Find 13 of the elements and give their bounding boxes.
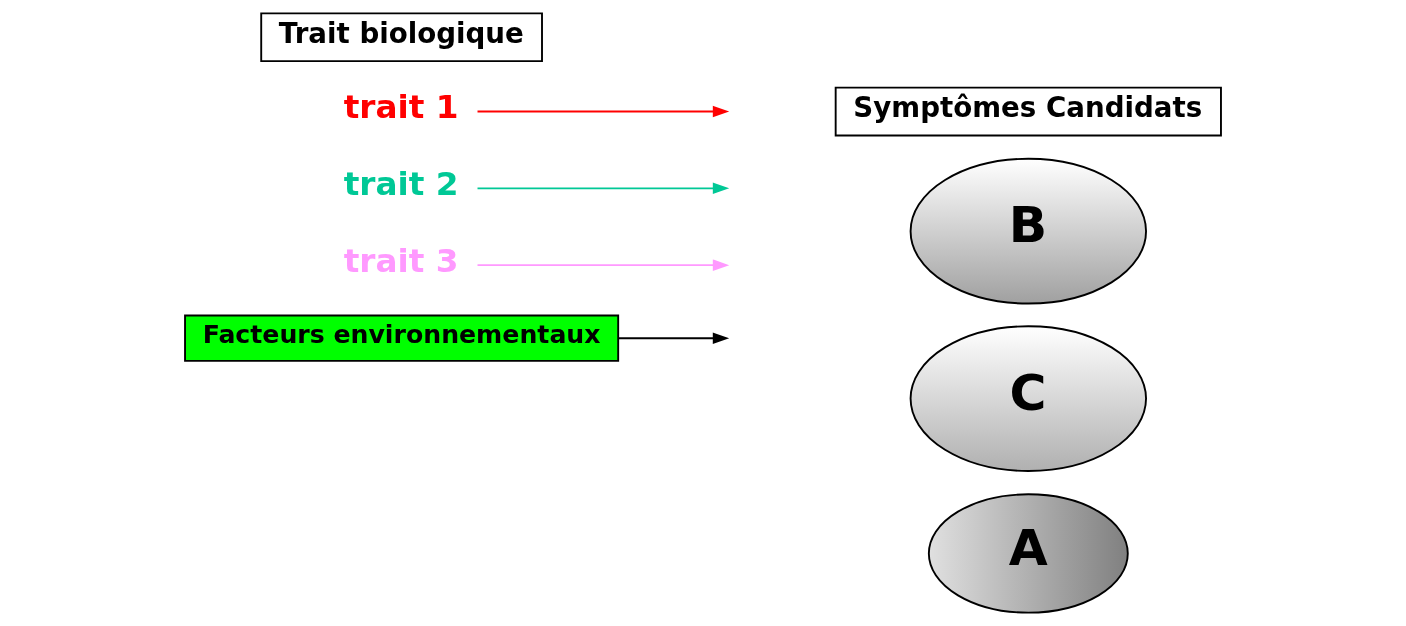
node-text: trait 1 bbox=[343, 88, 459, 127]
node-ellipse: B bbox=[909, 157, 1147, 305]
node-box: Symptômes Candidats bbox=[834, 86, 1222, 137]
node-box: Facteurs environnementaux bbox=[184, 314, 620, 362]
node-ellipse: A bbox=[927, 493, 1129, 614]
node-ellipse: C bbox=[909, 325, 1147, 472]
node-box: Trait biologique bbox=[260, 12, 543, 63]
arrow bbox=[476, 105, 730, 118]
node-text: trait 3 bbox=[343, 241, 459, 280]
node-text: trait 2 bbox=[343, 165, 459, 204]
arrow bbox=[476, 182, 730, 195]
arrow bbox=[617, 332, 730, 344]
arrow bbox=[476, 259, 730, 271]
